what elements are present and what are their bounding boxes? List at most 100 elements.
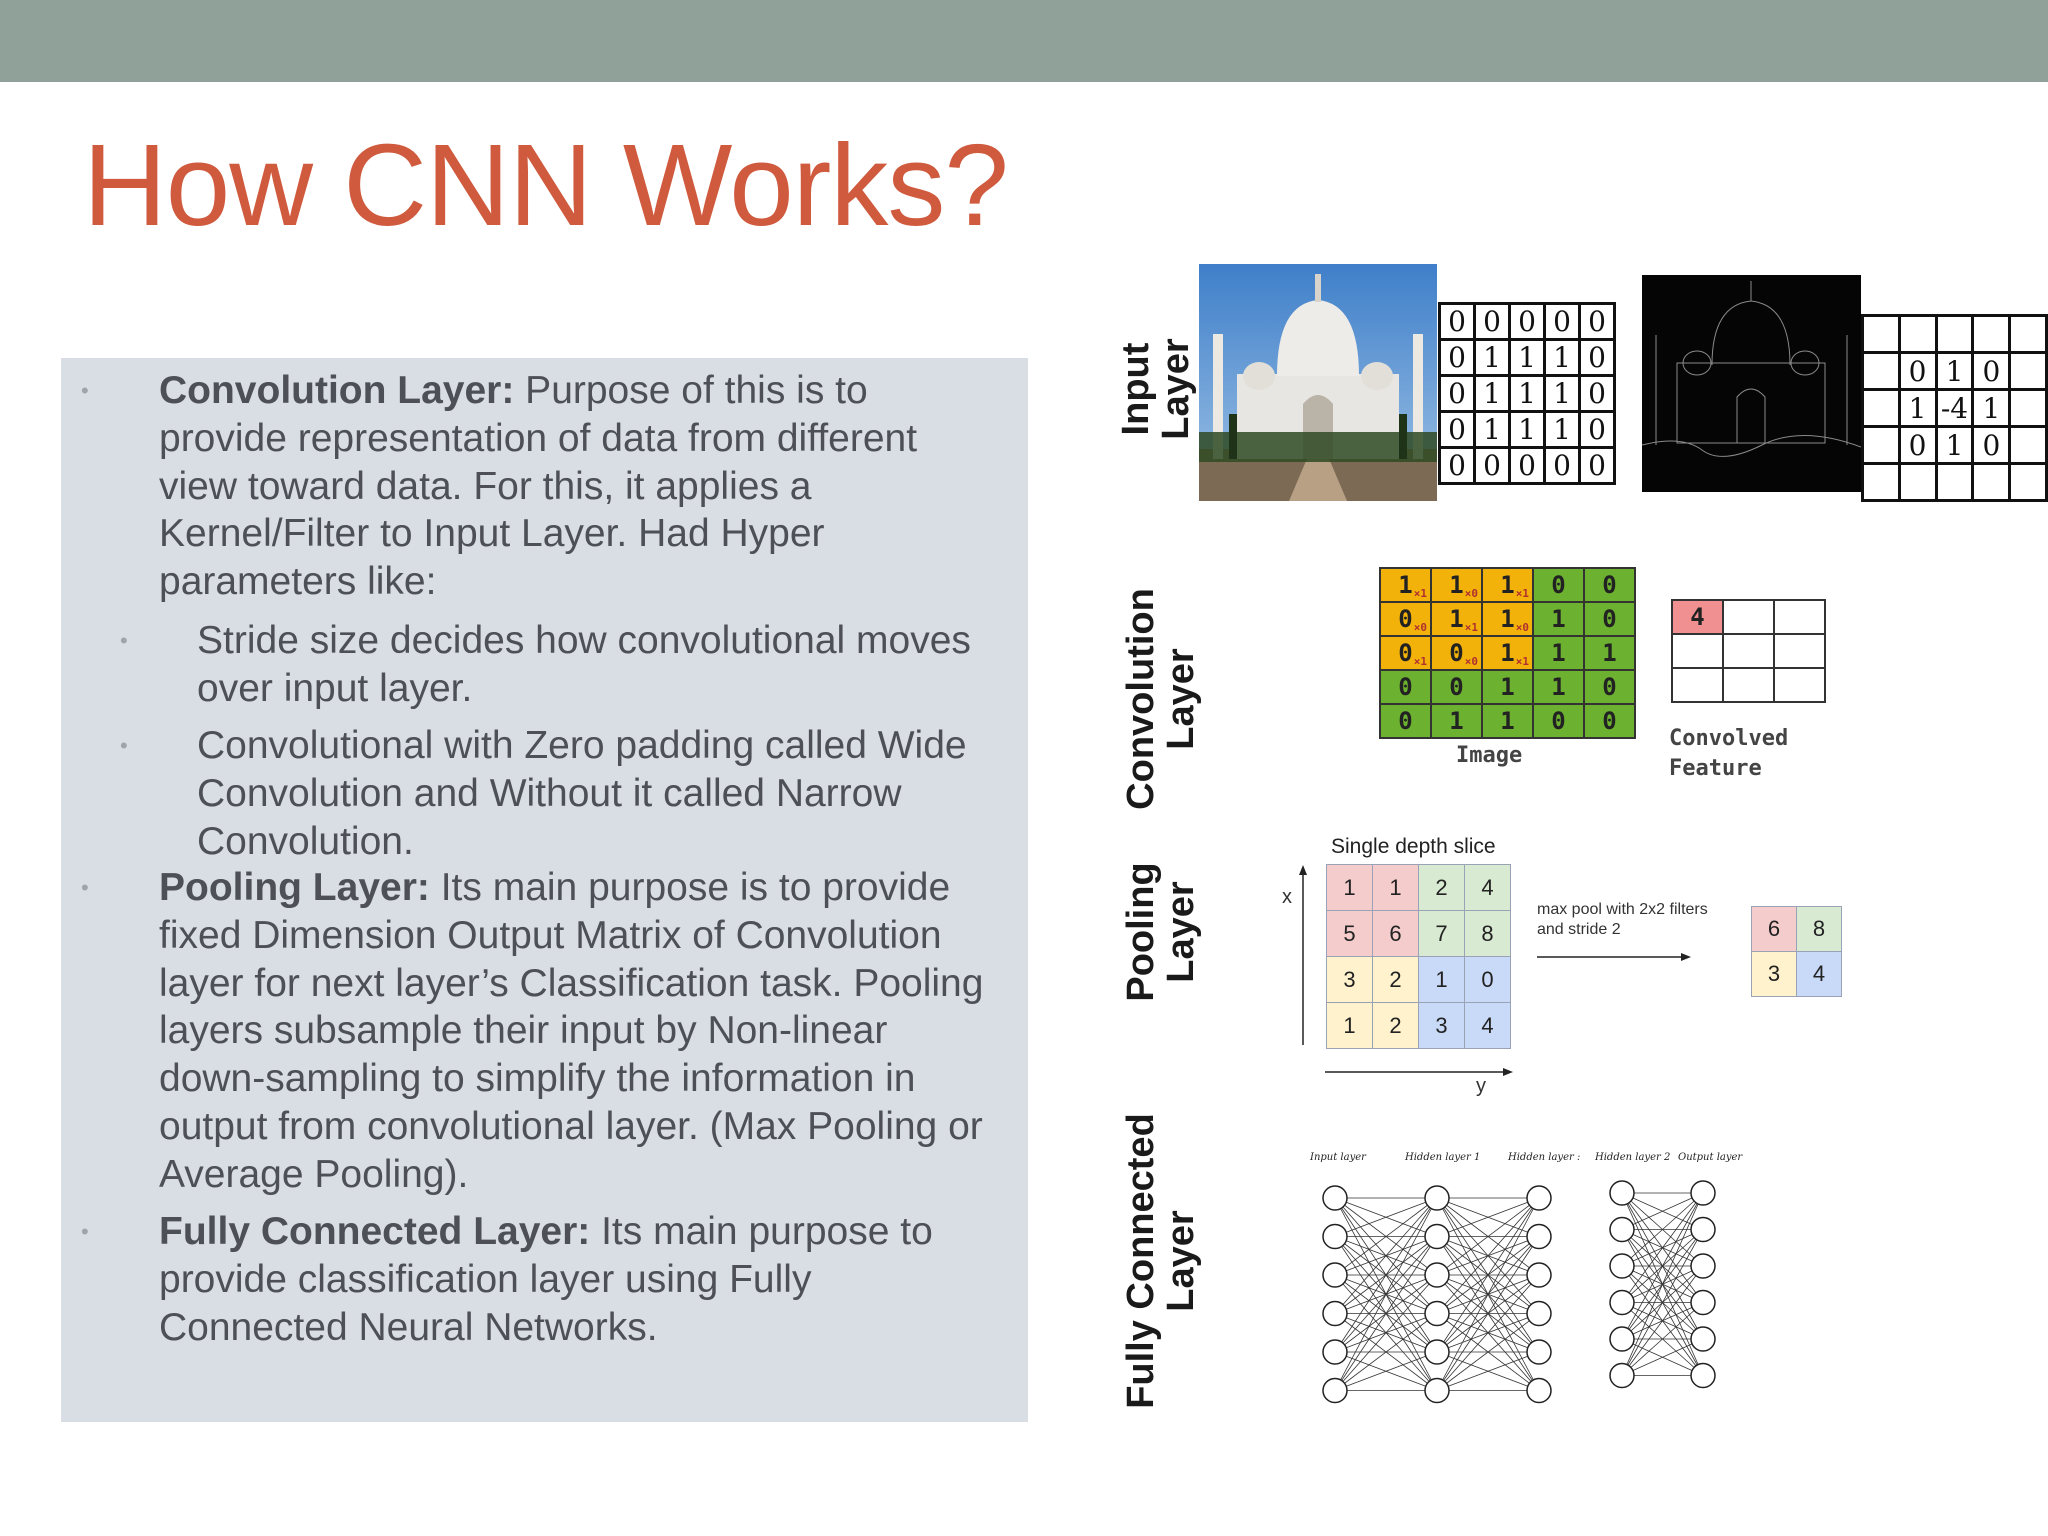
- neuron-node: [1322, 1223, 1348, 1250]
- conv-cell-value: 0: [1398, 605, 1413, 633]
- matrix-cell: [2008, 351, 2048, 391]
- pool-line: fixed Dimension Output Matrix of Convolu…: [159, 913, 942, 957]
- conv-cell-value: 0: [1398, 639, 1413, 667]
- pool-cell: 5: [1326, 910, 1373, 957]
- conv-cell: 0×0: [1379, 601, 1432, 637]
- matrix-cell: 1: [1934, 351, 1975, 391]
- conv-line: provide representation of data from diff…: [159, 416, 918, 460]
- pool-line: Average Pooling).: [159, 1152, 469, 1196]
- taj-mahal-image: [1199, 264, 1437, 501]
- connection-line: [1436, 1197, 1540, 1353]
- connection-line: [1334, 1197, 1438, 1276]
- layer-title: Hidden layer 2: [1594, 1152, 1670, 1163]
- conv-line: view toward data. For this, it applies a: [159, 464, 812, 508]
- pool-output-cell: 3: [1751, 951, 1797, 997]
- connection-line: [1436, 1197, 1540, 1276]
- label-line: Convolution: [1120, 588, 1162, 810]
- conv-cell: 1: [1532, 635, 1585, 671]
- conv-cell-value: 0: [1602, 571, 1617, 599]
- arrow-text-line: max pool with 2x2 filters: [1537, 901, 1708, 918]
- pool-cell: 2: [1372, 956, 1419, 1003]
- padding-line: Convolution and Without it called Narrow: [197, 771, 902, 815]
- label-line: Layer: [1155, 338, 1197, 440]
- conv-cell: 1: [1583, 635, 1636, 671]
- content-box: • Convolution Layer: Purpose of this is …: [61, 358, 1028, 1422]
- conv-cell-value: 0: [1449, 639, 1464, 667]
- matrix-cell: 0: [1438, 374, 1476, 413]
- conv-cell: 1: [1532, 601, 1585, 637]
- conv-cell: 0: [1583, 567, 1636, 603]
- padding-line: Convolutional with Zero padding called W…: [197, 724, 967, 767]
- convolved-cell: [1722, 633, 1775, 669]
- conv-cell-value: 1: [1500, 571, 1515, 599]
- matrix-cell: 0: [1971, 425, 2012, 465]
- connection-line: [1334, 1197, 1438, 1314]
- connection-line: [1621, 1338, 1704, 1376]
- conv-cell-value: 1: [1551, 639, 1566, 667]
- arrow-text-line: and stride 2: [1537, 921, 1621, 938]
- matrix-cell: 1: [1897, 388, 1938, 428]
- conv-cell: 0×0: [1430, 635, 1483, 671]
- neuron-node: [1424, 1377, 1450, 1404]
- conv-cell-value: 0: [1551, 571, 1566, 599]
- conv-cell: 0: [1379, 703, 1432, 739]
- kernel-weight: ×1: [1515, 587, 1529, 600]
- matrix-cell: [1861, 425, 1901, 465]
- pool-cell: 6: [1372, 910, 1419, 957]
- conv-cell-value: 1: [1551, 673, 1566, 701]
- conv-cell: 1: [1481, 669, 1534, 705]
- neuron-node: [1526, 1185, 1552, 1211]
- connection-line: [1621, 1192, 1704, 1340]
- conv-cell: 1: [1430, 703, 1483, 739]
- padding-paragraph: Convolutional with Zero padding called W…: [197, 722, 967, 865]
- conv-cell: 0: [1532, 703, 1585, 739]
- neuron-node: [1322, 1339, 1348, 1365]
- pool-cell: 1: [1326, 864, 1373, 911]
- connection-line: [1621, 1302, 1704, 1376]
- conv-cell: 0: [1583, 703, 1636, 739]
- fc-paragraph: Fully Connected Layer: Its main purpose …: [159, 1208, 933, 1351]
- conv-cell-value: 1: [1449, 571, 1464, 599]
- conv-cell: 1×1: [1379, 567, 1432, 603]
- matrix-cell: 0: [1473, 446, 1511, 485]
- connection-line: [1334, 1236, 1438, 1391]
- conv-cell-value: 0: [1449, 673, 1464, 701]
- matrix-cell: [1861, 388, 1901, 428]
- matrix-cell: 1: [1971, 388, 2012, 428]
- matrix-cell: 1: [1543, 338, 1581, 377]
- conv-cell: 0: [1583, 669, 1636, 705]
- conv-cell-value: 1: [1551, 605, 1566, 633]
- neuron-node: [1690, 1180, 1716, 1206]
- pool-output-cell: 8: [1796, 906, 1842, 952]
- neuron-node: [1322, 1377, 1348, 1404]
- pool-arrow-text: max pool with 2x2 filters and stride 2: [1537, 900, 1708, 940]
- matrix-cell: 0: [1508, 302, 1546, 341]
- label-line: Pooling: [1120, 862, 1162, 1002]
- layer-title: Hidden layer :: [1507, 1152, 1580, 1163]
- matrix-cell: 0: [1897, 425, 1938, 465]
- matrix-cell: 0: [1578, 338, 1616, 377]
- neuron-node: [1690, 1362, 1716, 1389]
- conv-cell-value: 0: [1398, 707, 1413, 735]
- pool-y-label: y: [1476, 1075, 1486, 1097]
- conv-cell: 0×1: [1379, 635, 1432, 671]
- layer-title: Output layer: [1678, 1152, 1743, 1163]
- label-line: Layer: [1160, 648, 1202, 750]
- caption-line: Convolved: [1669, 726, 1789, 751]
- matrix-cell: 0: [1578, 410, 1616, 449]
- neuron-node: [1424, 1223, 1450, 1250]
- conv-cell: 1×1: [1430, 601, 1483, 637]
- bullet-stride: •: [120, 628, 128, 653]
- caption-line: Feature: [1669, 756, 1762, 781]
- matrix-cell: 1: [1934, 425, 1975, 465]
- matrix-cell: 0: [1578, 374, 1616, 413]
- connection-line: [1334, 1197, 1438, 1391]
- connection-line: [1436, 1197, 1540, 1314]
- pool-cell: 0: [1464, 956, 1511, 1003]
- conv-cell-value: 0: [1398, 673, 1413, 701]
- conv-cell: 1: [1481, 703, 1534, 739]
- matrix-cell: 0: [1508, 446, 1546, 485]
- label-pooling-layer: Pooling Layer: [1120, 807, 1202, 1057]
- conv-cell: 1×0: [1481, 601, 1534, 637]
